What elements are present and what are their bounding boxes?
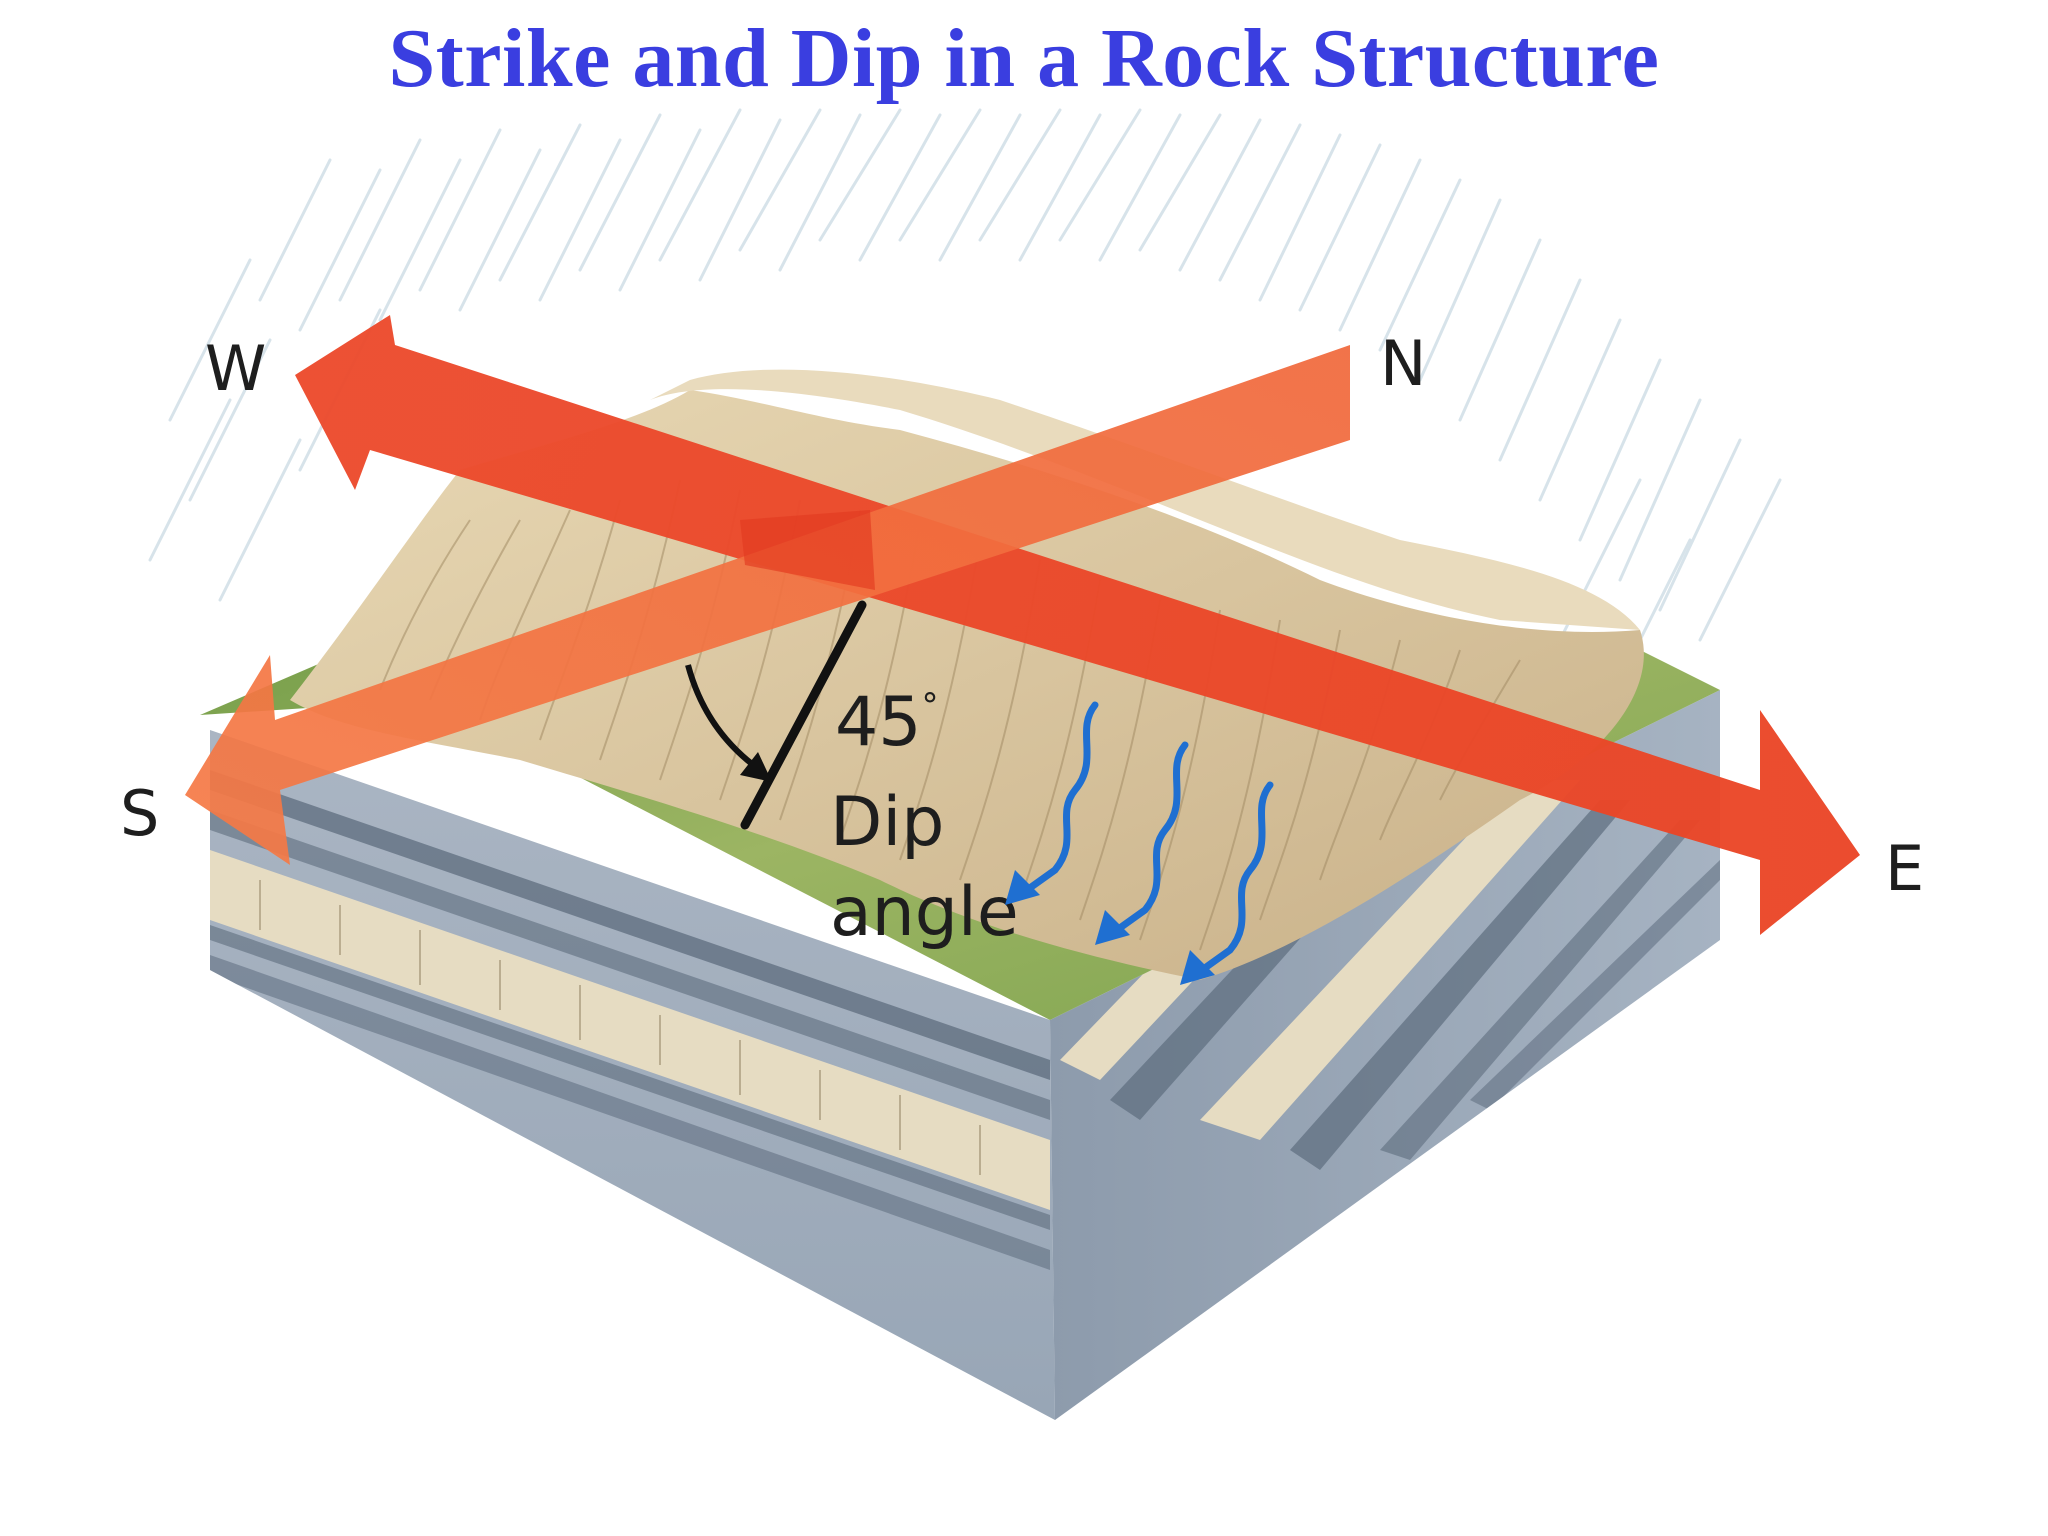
water-flow-arrow-icon xyxy=(1191,781,1274,979)
compass-west-label: W xyxy=(205,332,266,405)
diagram-title: Strike and Dip in a Rock Structure xyxy=(388,12,1660,105)
compass-south-label: S xyxy=(120,777,159,850)
dip-angle-arrowhead-icon xyxy=(740,752,772,782)
dip-angle-value: 45° xyxy=(835,683,939,762)
water-flow-arrowheads xyxy=(1005,870,1215,985)
dip-line xyxy=(740,600,867,830)
arrow-intersection xyxy=(740,510,875,590)
water-flow-arrow-icon xyxy=(1106,741,1189,939)
dip-angle-arc-icon xyxy=(685,664,762,773)
compass-east-label: E xyxy=(1885,832,1924,905)
dip-direction-arrow xyxy=(185,345,1350,865)
water-flow-arrow-icon xyxy=(1016,701,1099,899)
dip-label-line1: Dip xyxy=(830,783,944,862)
rock-face-left xyxy=(210,730,1055,1420)
compass-north-label: N xyxy=(1380,327,1426,400)
dip-label-line2: angle xyxy=(830,873,1019,952)
rain-streaks xyxy=(148,108,1782,682)
strike-arrow xyxy=(295,315,1860,935)
water-flow-arrows xyxy=(1016,701,1274,979)
